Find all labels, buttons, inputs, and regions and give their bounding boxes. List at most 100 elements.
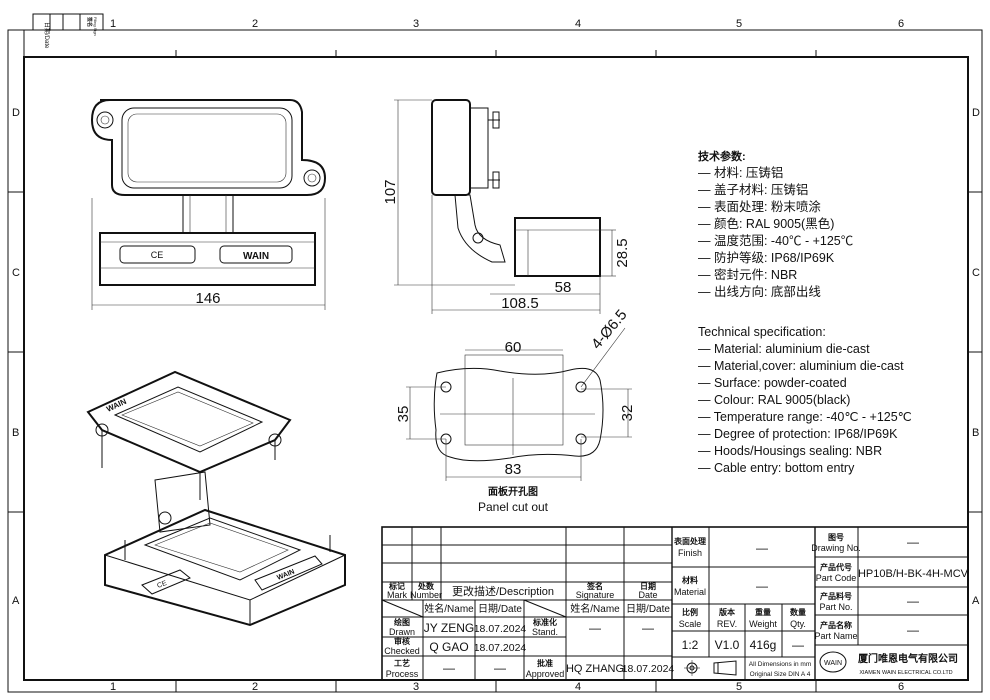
side-view: 107 28.5 58 108.5: [382, 99, 631, 314]
company-logo: WAIN: [819, 651, 847, 673]
scale-value: 1:2: [682, 638, 699, 652]
spec-en-item: — Temperature range: -40℃ - +125℃: [698, 410, 912, 424]
zone-col-6: 6: [898, 18, 904, 30]
qty-value: —: [792, 638, 804, 652]
part-name-value: —: [907, 623, 919, 637]
panel-cutout-title-cn: 面板开孔图: [488, 485, 538, 498]
checked-date: 18.07.2024: [474, 642, 527, 654]
drawing-no-value: —: [907, 535, 919, 549]
zone-col-2-bottom: 2: [252, 681, 258, 693]
dim-cutout-83: 83: [505, 461, 522, 478]
dim-cutout-35: 35: [395, 406, 412, 423]
drawn-date: 18.07.2024: [474, 623, 527, 635]
part-code-label-cn: 产品代号: [820, 562, 852, 572]
company-logo-text: WAIN: [824, 660, 842, 667]
zone-row-b: B: [12, 427, 19, 439]
weight-value: 416g: [750, 638, 777, 652]
dim-total-length-108-5: 108.5: [501, 295, 539, 312]
iso-ce-mark: CE: [156, 580, 168, 590]
part-code-label-en: Part Code: [816, 573, 857, 583]
date-label-en: Date: [638, 590, 657, 600]
checked-label-en: Checked: [384, 646, 420, 656]
zone-row-d-right: D: [972, 107, 980, 119]
checked-label-cn: 审核: [394, 636, 410, 646]
name-header-2: 姓名/Name: [570, 602, 620, 615]
finish-label-en: Finish: [678, 548, 702, 558]
zone-row-c: C: [12, 267, 20, 279]
dim-width-146: 146: [195, 290, 220, 307]
rev-value: V1.0: [715, 638, 740, 652]
spec-en-item: — Colour: RAL 9005(black): [698, 393, 850, 407]
spec-en-title: Technical specification:: [698, 325, 826, 339]
dim-height-107: 107: [382, 179, 399, 204]
spec-cn-item: — 防护等级: IP68/IP69K: [698, 250, 835, 265]
panel-cutout-title-en: Panel cut out: [478, 500, 549, 514]
zone-col-1: 1: [110, 18, 116, 30]
header-sign-label-cn: 签名: [86, 16, 93, 27]
part-code-value: HP10B/H-BK-4H-MCV: [858, 568, 969, 580]
part-no-label-en: Part No.: [819, 602, 852, 612]
number-label-en: Number: [410, 590, 442, 600]
company-name-cn: 厦门唯恩电气有限公司: [858, 652, 958, 665]
material-label-cn: 材料: [682, 575, 698, 585]
drawn-label-cn: 绘图: [394, 617, 410, 627]
mark-label-en: Mark: [387, 590, 407, 600]
approved-date: 18.07.2024: [622, 663, 675, 675]
dim-base-height-28-5: 28.5: [614, 238, 631, 267]
first-angle-projection-icon: [684, 660, 737, 676]
zone-col-1-bottom: 1: [110, 681, 116, 693]
signature-label-cn: 签名: [586, 581, 603, 591]
panel-cutout-view: 60 4-Ø6.5 35 32 83 面板开孔图 Panel cut out: [395, 307, 636, 514]
title-block: 标记 Mark 处数 Number 更改描述/Description 签名 Si…: [381, 526, 969, 681]
zone-row-a: A: [12, 595, 20, 607]
stand-name: —: [589, 621, 601, 635]
zone-col-2: 2: [252, 18, 258, 30]
weight-label-cn: 重量: [755, 607, 771, 617]
rev-label-en: REV.: [717, 619, 737, 629]
spec-cn-item: — 表面处理: 粉末喷涂: [698, 199, 821, 214]
zone-col-6-bottom: 6: [898, 681, 904, 693]
material-value: —: [756, 579, 768, 593]
drawing-no-label-en: Drawing No.: [811, 543, 861, 553]
number-label-cn: 处数: [417, 581, 435, 591]
zone-row-a-right: A: [972, 595, 980, 607]
front-brand-label: WAIN: [243, 251, 269, 262]
spec-cn-title: 技术参数:: [698, 149, 746, 163]
signature-label-en: Signature: [576, 590, 615, 600]
dim-cutout-32: 32: [619, 405, 636, 422]
drawing-no-label-cn: 图号: [828, 533, 844, 542]
date-header-2: 日期/Date: [626, 603, 670, 615]
spec-english: Technical specification: — Material: alu…: [698, 325, 912, 475]
zone-col-3-bottom: 3: [413, 681, 419, 693]
qty-label-cn: 数量: [790, 607, 806, 617]
front-view: CE WAIN 146: [90, 99, 327, 310]
stand-label-cn: 标准化: [532, 617, 557, 627]
dim-base-length-58: 58: [555, 279, 572, 296]
spec-en-item: — Hoods/Housings sealing: NBR: [698, 444, 882, 458]
weight-label-en: Weight: [749, 619, 777, 629]
qty-label-en: Qty.: [790, 619, 806, 629]
scale-label-en: Scale: [679, 619, 702, 629]
process-label-cn: 工艺: [394, 658, 410, 668]
header-date-label: 日期/Date: [43, 22, 51, 49]
isometric-view: WAIN CE WAIN: [86, 370, 346, 627]
name-header: 姓名/Name: [424, 602, 474, 615]
checked-name: Q GAO: [429, 640, 468, 654]
finish-label-cn: 表面处理: [673, 536, 706, 546]
part-no-value: —: [907, 594, 919, 608]
drawn-label-en: Drawn: [389, 627, 415, 637]
zone-row-d: D: [12, 107, 20, 119]
spec-cn-item: — 密封元件: NBR: [698, 267, 797, 282]
zone-col-5-bottom: 5: [736, 681, 742, 693]
spec-en-item: — Surface: powder-coated: [698, 376, 847, 390]
spec-cn-item: — 颜色: RAL 9005(黑色): [698, 216, 834, 231]
spec-chinese: 技术参数: — 材料: 压铸铝 — 盖子材料: 压铸铝 — 表面处理: 粉末喷涂…: [698, 149, 853, 299]
spec-cn-item: — 盖子材料: 压铸铝: [698, 182, 808, 197]
zone-row-c-right: C: [972, 267, 980, 279]
zone-col-5: 5: [736, 18, 742, 30]
size-note: Original Size DIN A 4: [750, 671, 811, 678]
material-label-en: Material: [674, 587, 706, 597]
zone-col-4-bottom: 4: [575, 681, 581, 693]
mark-label-cn: 标记: [388, 581, 405, 591]
